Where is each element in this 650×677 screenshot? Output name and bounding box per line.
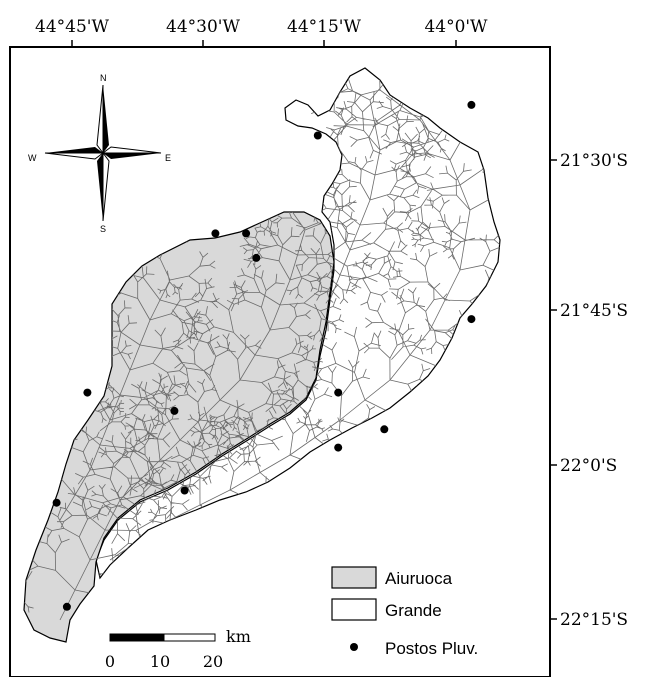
rain-gauge-station [62, 602, 71, 611]
north-arrow: N S E W [28, 73, 171, 234]
rain-gauge-station [83, 388, 92, 397]
rain-gauge-station [467, 100, 476, 109]
scale-unit: km [226, 627, 251, 646]
rain-gauge-station [334, 388, 343, 397]
legend-swatch-grande [331, 598, 377, 621]
lat-label: 21°45'S [560, 301, 628, 321]
compass-n: N [100, 73, 107, 83]
rain-gauge-station [180, 486, 189, 495]
rain-gauge-station [313, 131, 322, 140]
rain-gauge-station [211, 229, 220, 238]
longitude-axis: 44°45'W 44°30'W 44°15'W 44°0'W [35, 17, 488, 47]
rain-gauge-stations [52, 100, 476, 611]
rain-gauge-station [242, 229, 251, 238]
lon-label: 44°45'W [35, 17, 109, 37]
grande-basin [95, 67, 501, 580]
rain-gauge-station [252, 253, 261, 262]
rain-gauge-station [334, 443, 343, 452]
lon-label: 44°30'W [166, 17, 240, 37]
legend-label: Postos Pluv. [385, 639, 478, 658]
lon-label: 44°15'W [287, 17, 361, 37]
legend-label: Grande [385, 601, 442, 620]
lat-label: 22°0'S [560, 456, 617, 476]
lon-label: 44°0'W [424, 17, 488, 37]
map-frame [9, 46, 551, 677]
lat-label: 22°15'S [560, 610, 628, 630]
rain-gauge-station [380, 425, 389, 434]
legend: Aiuruoca Grande Postos Pluv. [331, 566, 478, 658]
legend-station-marker [350, 643, 358, 651]
rain-gauge-station [52, 498, 61, 507]
scale-bar: km 0 10 20 [105, 627, 251, 671]
legend-label: Aiuruoca [385, 569, 453, 588]
compass-e: E [165, 153, 171, 163]
scale-tick-label: 20 [203, 652, 223, 671]
scale-tick-label: 10 [150, 652, 170, 671]
compass-s: S [100, 224, 106, 234]
latitude-axis: 21°30'S 21°45'S 22°0'S 22°15'S [550, 151, 628, 630]
compass-w: W [28, 153, 37, 163]
legend-swatch-aiuruoca [331, 566, 377, 589]
rain-gauge-station [170, 406, 179, 415]
rain-gauge-station [467, 315, 476, 324]
scale-tick-label: 0 [105, 652, 115, 671]
lat-label: 21°30'S [560, 151, 628, 171]
